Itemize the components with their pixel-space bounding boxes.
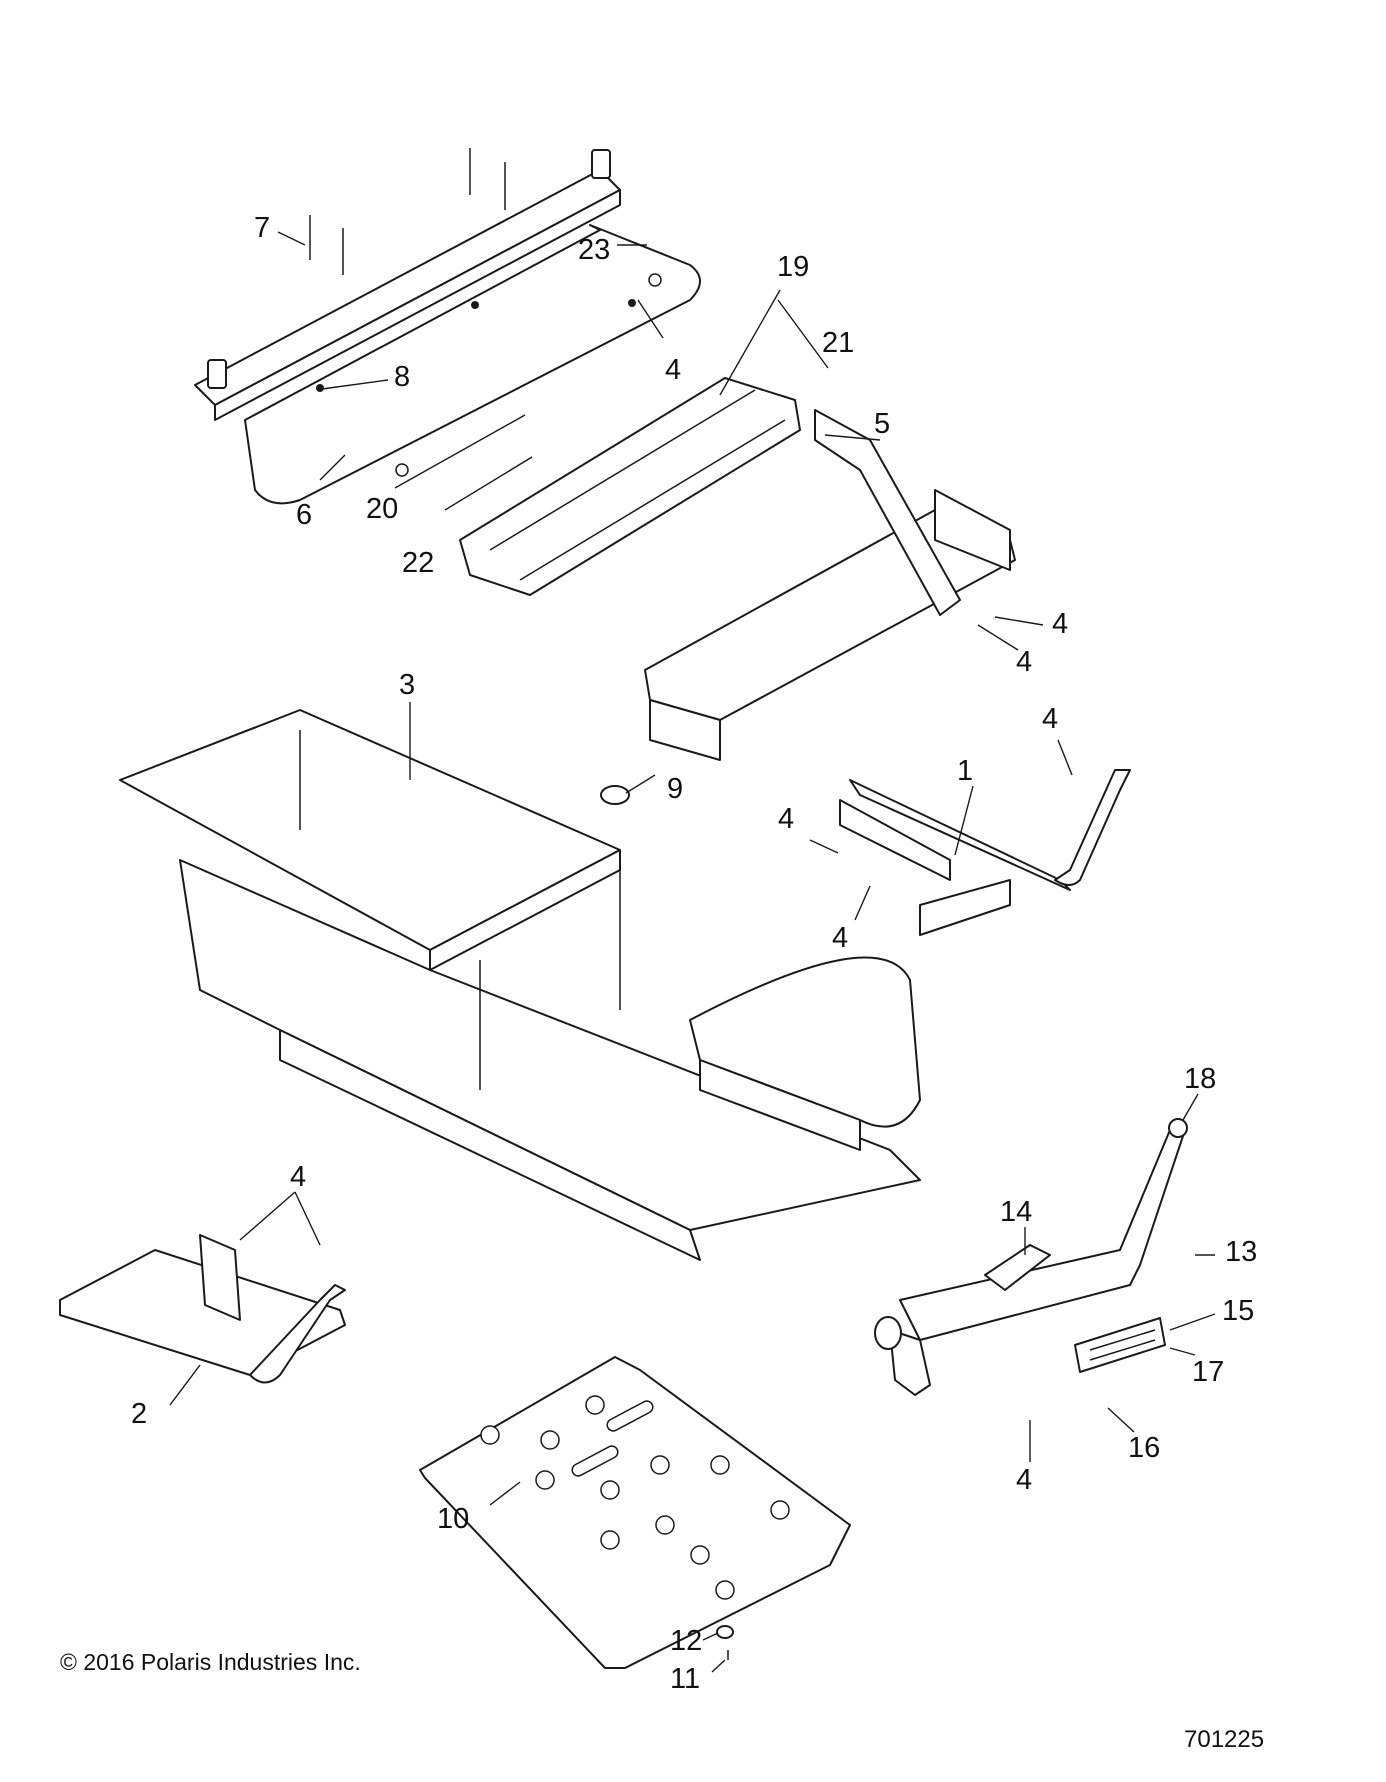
callout-15: 15 [1222, 1295, 1255, 1327]
callout-16: 16 [1128, 1432, 1161, 1464]
callout-6: 6 [296, 499, 313, 531]
callout-4: 4 [1042, 703, 1059, 735]
callout-4: 4 [290, 1161, 307, 1193]
part-19-shield [459, 377, 801, 596]
callout-4: 4 [1052, 608, 1069, 640]
callout-21: 21 [822, 327, 855, 359]
callout-11: 11 [670, 1663, 701, 1695]
callout-1: 1 [957, 755, 974, 787]
part-9-plug [600, 785, 630, 805]
document-number: 701225 [1184, 1726, 1265, 1753]
part-5-rear-frame [644, 409, 1016, 761]
callout-7: 7 [254, 212, 271, 244]
callout-4: 4 [832, 922, 849, 954]
part-14-bracket [984, 1244, 1051, 1291]
part-3-main-frame [119, 709, 921, 1261]
callout-22: 22 [402, 547, 435, 579]
callout-12: 12 [670, 1625, 703, 1657]
copyright-notice: © 2016 Polaris Industries Inc. [60, 1649, 361, 1675]
callout-2: 2 [131, 1398, 148, 1430]
part-13-bumper [874, 1118, 1188, 1396]
part-7-bolts [309, 148, 506, 275]
part-10-skid-plate [419, 1356, 851, 1669]
callout-4: 4 [1016, 1464, 1033, 1496]
part-1-bracket [839, 769, 1131, 936]
callout-8: 8 [394, 361, 411, 393]
callout-14: 14 [1000, 1196, 1033, 1228]
part-15-grille [1074, 1317, 1166, 1373]
callout-17: 17 [1192, 1356, 1225, 1388]
part-6-seat-frame [194, 149, 701, 505]
callout-19: 19 [777, 251, 810, 283]
callout-4: 4 [1016, 646, 1033, 678]
part-12-washer [716, 1625, 734, 1639]
callout-9: 9 [667, 773, 684, 805]
leader-lines [169, 231, 1216, 1673]
callout-18: 18 [1184, 1063, 1217, 1095]
callout-20: 20 [366, 493, 399, 525]
callout-4: 4 [665, 354, 682, 386]
callout-4: 4 [778, 803, 795, 835]
callout-23: 23 [578, 234, 611, 266]
callout-10: 10 [437, 1503, 470, 1535]
callout-3: 3 [399, 669, 416, 701]
callout-5: 5 [874, 408, 891, 440]
part-2-rear-frame [59, 1234, 346, 1384]
callout-13: 13 [1225, 1236, 1258, 1268]
